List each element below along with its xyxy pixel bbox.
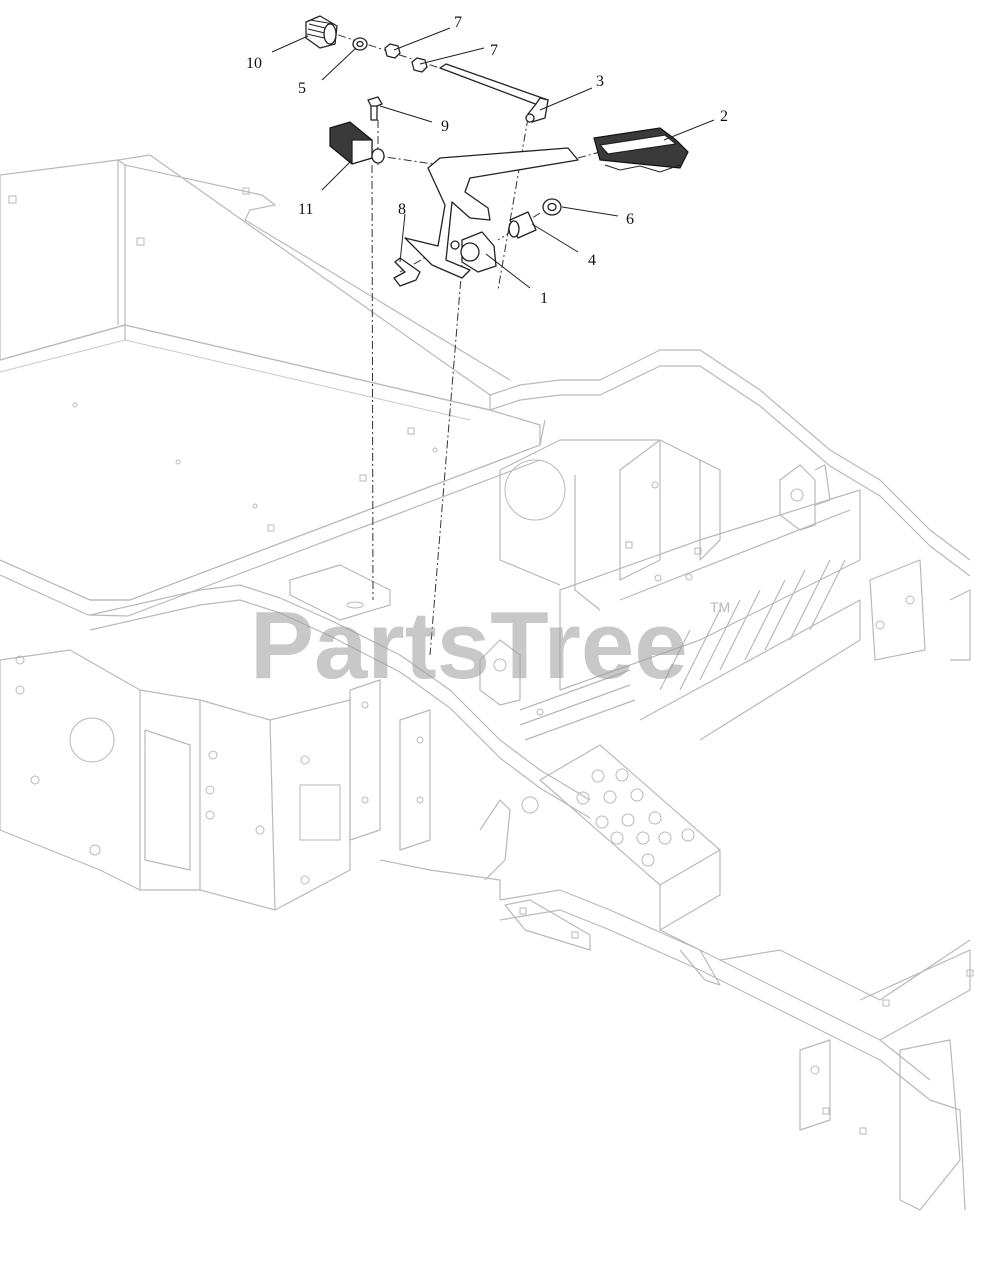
callout-3: 3 xyxy=(596,73,604,90)
callout-5: 5 xyxy=(298,80,306,97)
watermark-text: PartsTree xyxy=(250,592,688,699)
callout-6: 6 xyxy=(626,211,634,228)
vent-slots xyxy=(519,559,846,741)
assembly-centerlines xyxy=(322,29,601,656)
callout-1: 1 xyxy=(540,290,548,307)
callout-8: 8 xyxy=(398,201,406,218)
callout-4: 4 xyxy=(588,252,596,269)
callout-2: 2 xyxy=(720,108,728,125)
switch-part xyxy=(329,121,385,165)
bolt-part xyxy=(367,96,383,121)
spring-part xyxy=(305,15,338,49)
parts xyxy=(305,15,689,287)
nut-part-3 xyxy=(542,198,562,216)
pedal-pad-part xyxy=(593,127,689,173)
mower-frame xyxy=(0,154,974,1211)
callout-7a: 7 xyxy=(454,14,462,31)
pedal-arm-part xyxy=(404,147,579,279)
callout-9: 9 xyxy=(441,118,449,135)
callout-labels: 1 2 3 4 5 6 7 7 8 9 10 11 xyxy=(246,14,728,307)
callout-11: 11 xyxy=(298,201,313,218)
watermark: PartsTree TM xyxy=(250,592,730,699)
rod-part xyxy=(439,63,549,123)
leader-lines xyxy=(271,27,715,289)
foot-pedal-plate xyxy=(539,744,721,931)
nut-part xyxy=(384,43,401,59)
callout-10: 10 xyxy=(246,55,262,72)
bushing-part xyxy=(508,211,537,239)
watermark-trademark: TM xyxy=(710,599,730,615)
callout-7b: 7 xyxy=(490,42,498,59)
nut-part-2 xyxy=(411,57,428,73)
cotter-pin-part xyxy=(393,257,421,287)
